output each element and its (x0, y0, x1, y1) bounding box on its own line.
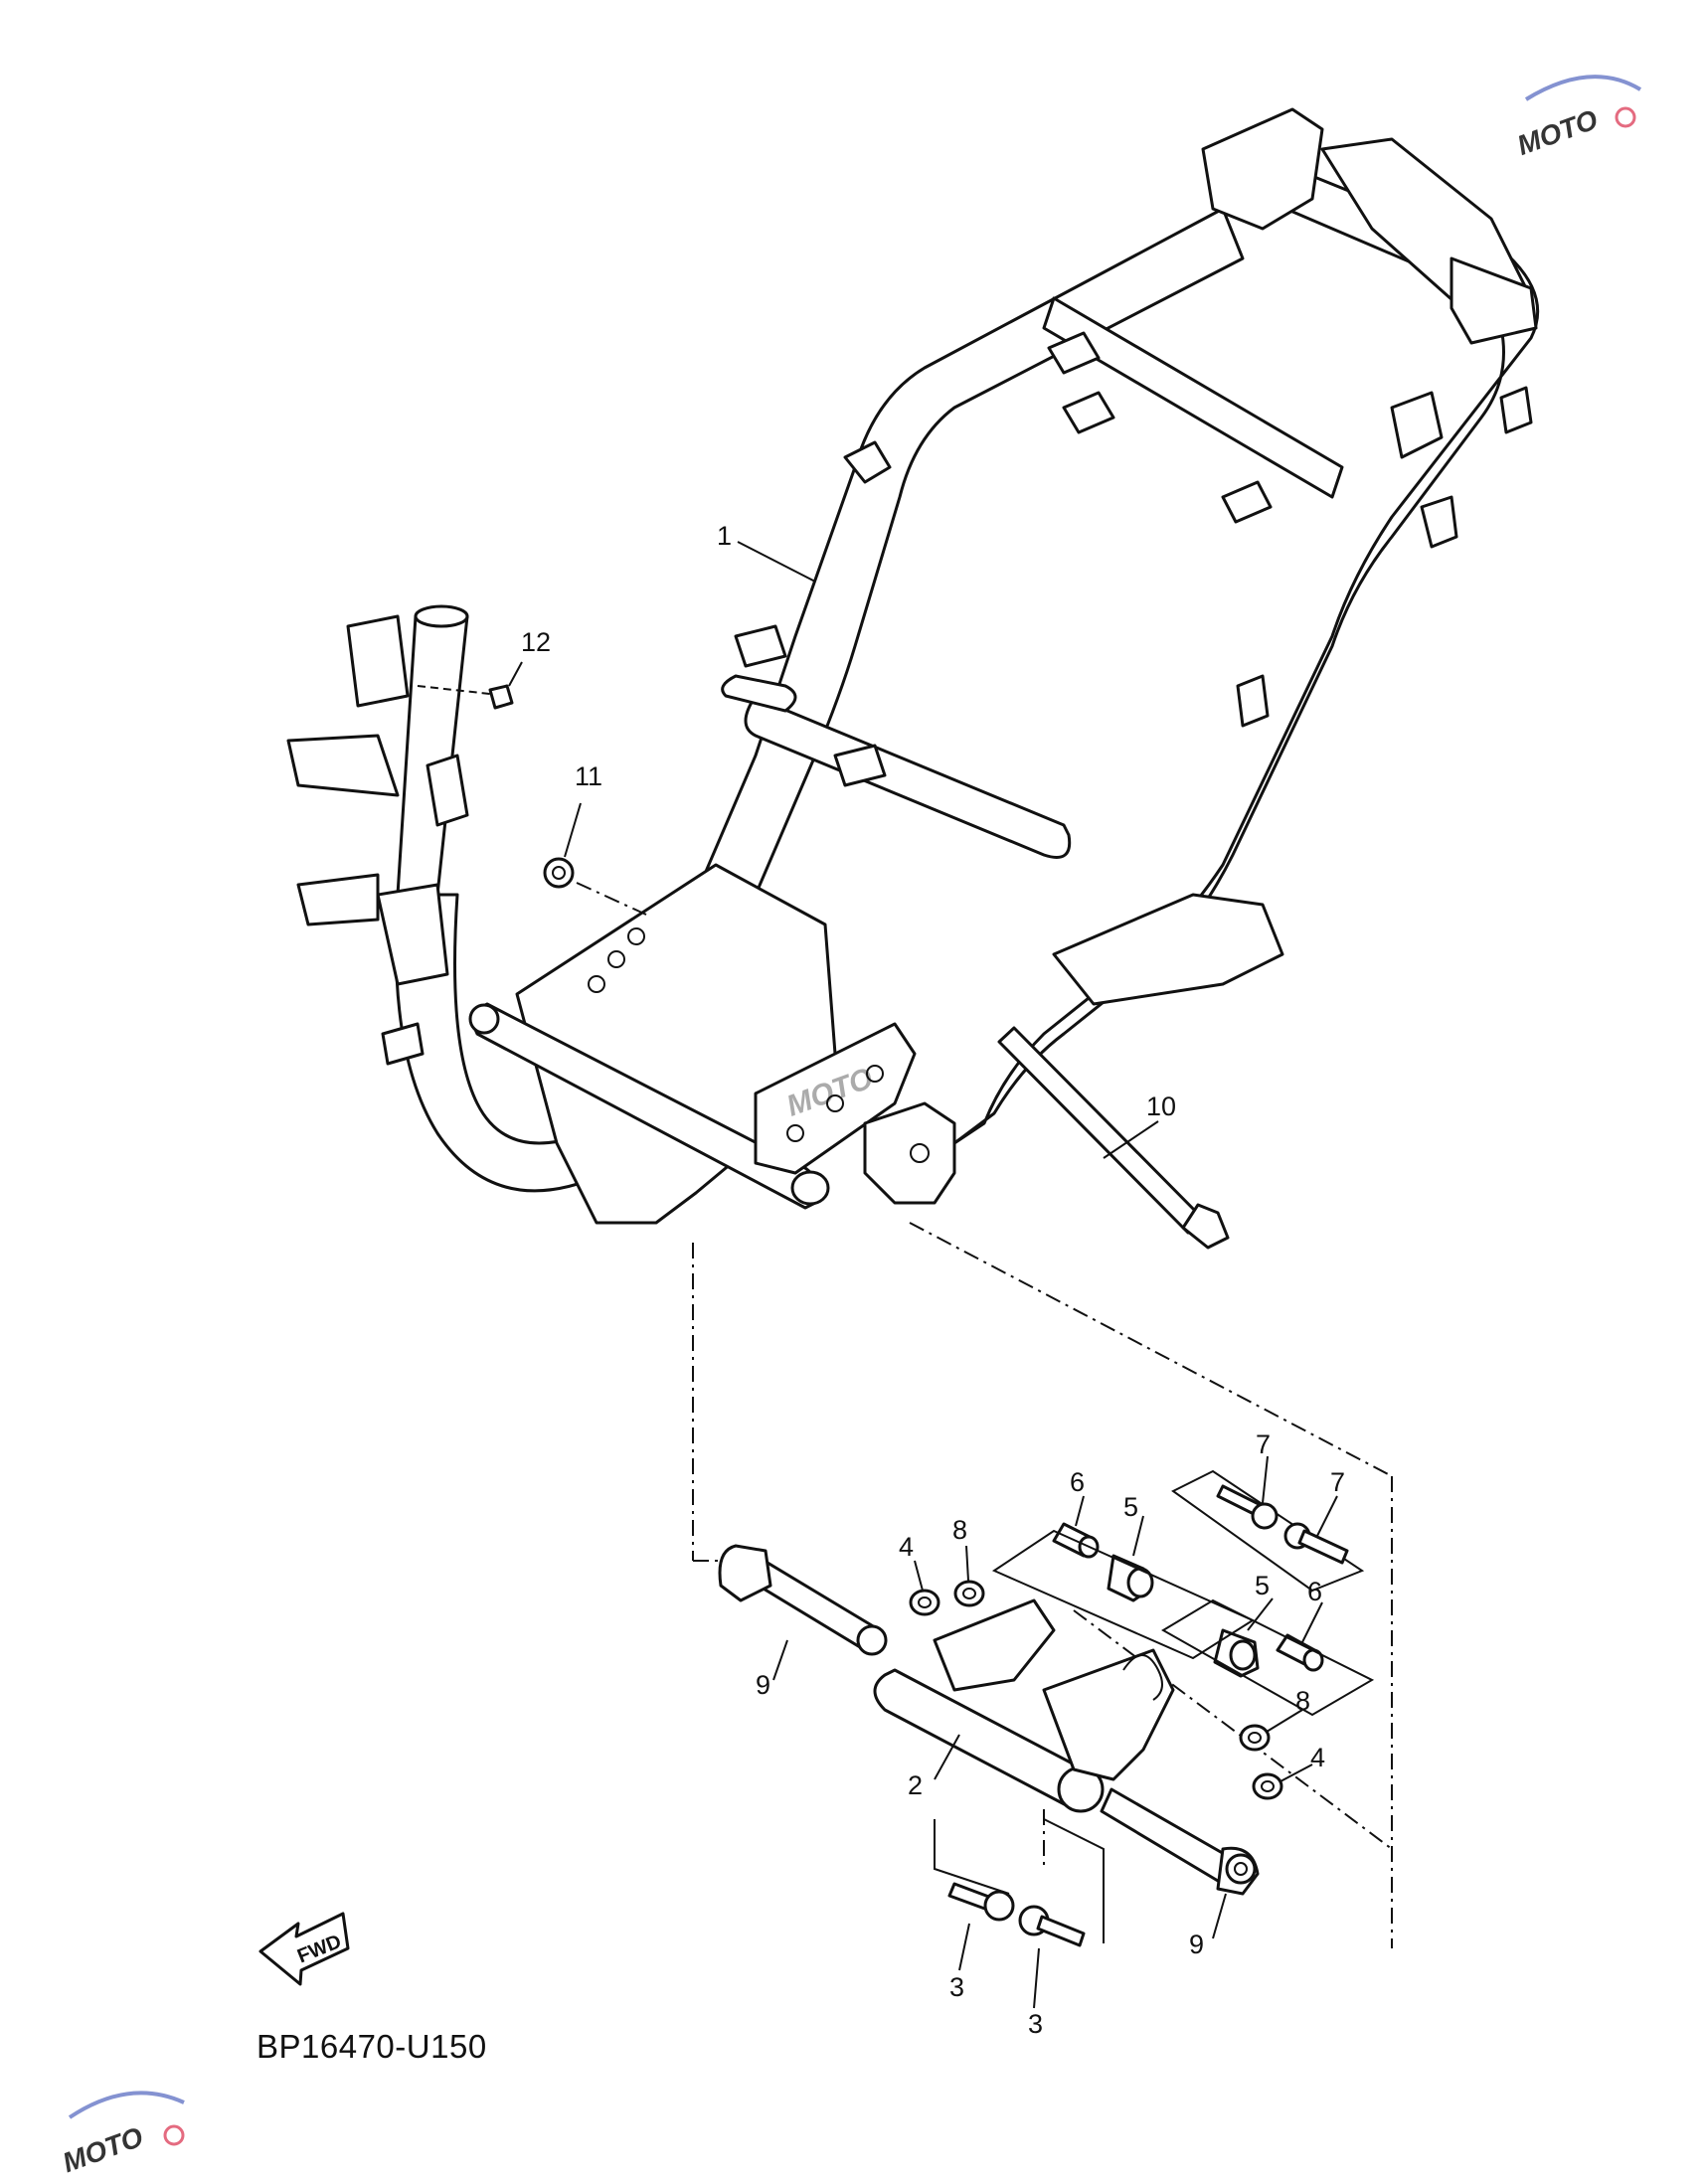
fwd-arrow-icon: FWD (258, 1912, 350, 1986)
part-4b-nut (1252, 1764, 1313, 1800)
frame-pivot-plate (754, 1022, 917, 1175)
callout-4a: 4 (899, 1532, 914, 1562)
part-3b-bolt (1018, 1905, 1086, 2009)
callout-4b: 4 (1310, 1743, 1325, 1772)
head-bracket-upper (346, 614, 410, 708)
head-plate (376, 883, 449, 986)
callout-2: 2 (908, 1770, 923, 1800)
gear-icon (1615, 106, 1636, 128)
frame-right-plate (1450, 256, 1538, 345)
callout-8b: 8 (1295, 1686, 1310, 1716)
watermark-top-right: MOTO (1513, 75, 1642, 161)
callout-9b: 9 (1189, 1930, 1204, 1959)
head-bracket-lower (296, 873, 380, 926)
watermark-text-bottom: MOTO (59, 2121, 147, 2179)
callout-1: 1 (717, 521, 732, 551)
callout-5b: 5 (1255, 1571, 1270, 1600)
head-side-tab (426, 754, 469, 827)
damper-tray-top (1171, 1469, 1365, 1593)
bolt-bracket-lines (934, 1818, 1105, 1943)
head-bracket-mid (286, 734, 400, 797)
gear-icon-bottom (163, 2124, 185, 2146)
frame-assembly (394, 107, 1540, 1225)
callout-6b: 6 (1307, 1577, 1322, 1606)
part-7a-bolt (1216, 1455, 1279, 1530)
callout-11: 11 (575, 761, 602, 791)
callout-7a: 7 (1256, 1429, 1271, 1459)
callout-9a: 9 (756, 1670, 770, 1700)
part-8b-nut (1239, 1709, 1303, 1752)
callout-10: 10 (1146, 1092, 1176, 1121)
part-12-nut (417, 661, 523, 710)
frame-side-bracket (1052, 893, 1284, 1006)
callout-12: 12 (521, 627, 551, 657)
steering-head (286, 604, 469, 1066)
frame-tabs (734, 331, 1533, 787)
part-2-engine-bracket (873, 1598, 1175, 1813)
damper-tray-mid (1161, 1598, 1375, 1717)
part-3a-bolt (947, 1882, 1015, 1971)
diagram-code: BP16470-U150 (256, 2028, 487, 2065)
lower-left-tab (381, 1022, 425, 1066)
frame-seat-hoop (721, 674, 797, 713)
part-6b-sleeve (1276, 1601, 1324, 1672)
frame-rear-bracket-left (1201, 107, 1324, 231)
frame-mid-cross (1042, 296, 1344, 499)
part-7b-bolt (1283, 1495, 1349, 1565)
head-tube-top (414, 604, 469, 628)
frame-right-rail (952, 256, 1540, 1145)
part-8a-nut (953, 1545, 985, 1607)
callout-7b: 7 (1330, 1467, 1345, 1497)
cross-tube-end-left (468, 1003, 500, 1035)
part-9b-collar (1100, 1787, 1260, 1939)
part-1-leader (737, 541, 816, 583)
watermark-bottom-left: MOTO (59, 2091, 185, 2179)
part-5a-damper (1107, 1515, 1154, 1602)
callout-6a: 6 (1070, 1467, 1085, 1497)
watermark-text-top: MOTO (1513, 103, 1602, 161)
callout-labels: 1 2 3 3 4 4 5 5 6 6 7 7 8 8 9 9 10 11 12 (521, 521, 1345, 2039)
cross-tube-end (790, 1170, 830, 1206)
callout-3b: 3 (1028, 2009, 1043, 2039)
part-10-bolt (997, 1026, 1230, 1250)
part-9a-collar (718, 1544, 888, 1681)
frame-seat-cross (744, 694, 1072, 859)
callout-3a: 3 (949, 1972, 964, 2002)
callout-8a: 8 (952, 1515, 967, 1545)
part-11-collar (543, 802, 647, 916)
part-4a-nut (909, 1560, 940, 1616)
callout-5a: 5 (1123, 1492, 1138, 1522)
frame-holes (588, 927, 884, 1142)
